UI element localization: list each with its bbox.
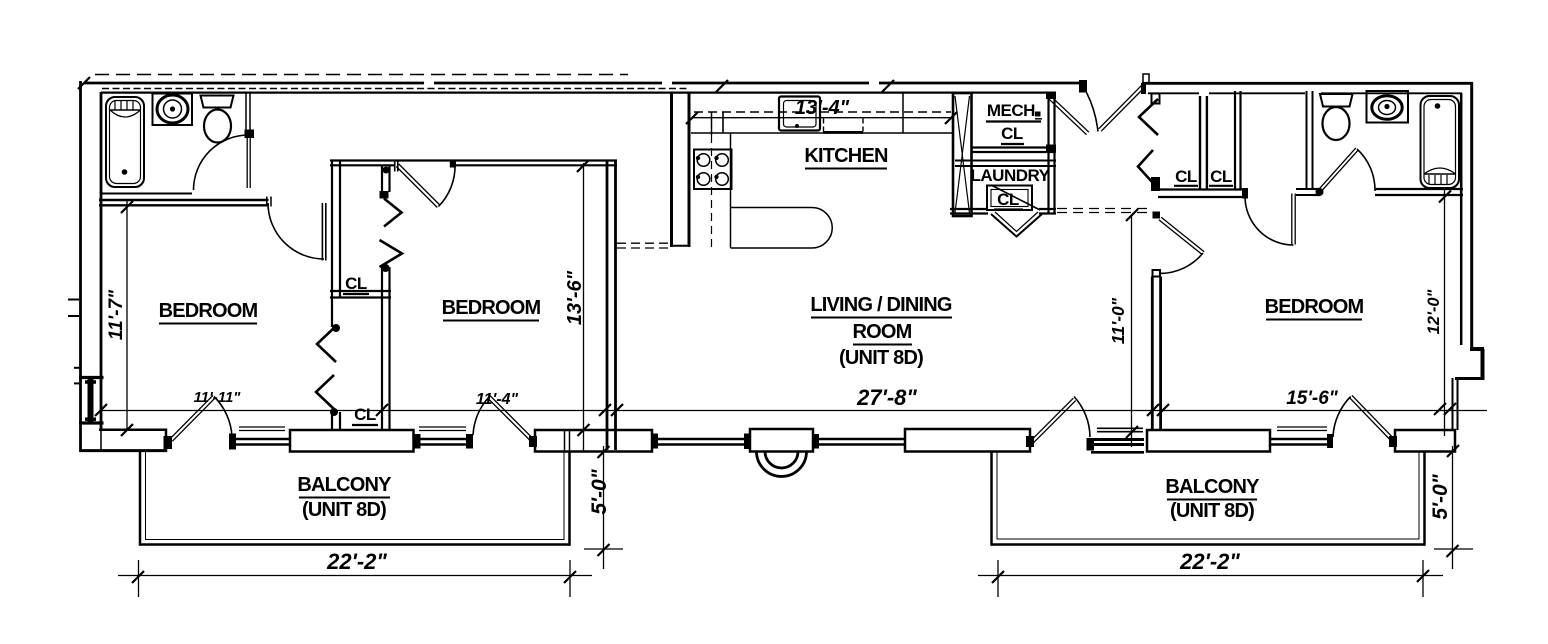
svg-text:27'-8": 27'-8" — [856, 385, 917, 410]
svg-text:MECH.: MECH. — [987, 101, 1039, 120]
svg-text:22'-2": 22'-2" — [326, 549, 387, 574]
svg-text:22'-2": 22'-2" — [1179, 549, 1240, 574]
svg-text:5'-0": 5'-0" — [1429, 473, 1452, 519]
svg-text:CL: CL — [354, 405, 376, 424]
svg-text:BALCONY: BALCONY — [1165, 476, 1260, 498]
svg-text:5'-0": 5'-0" — [588, 468, 611, 514]
svg-text:CL: CL — [997, 190, 1019, 209]
svg-text:LAUNDRY: LAUNDRY — [971, 166, 1051, 185]
svg-text:ROOM: ROOM — [852, 321, 911, 343]
svg-text:CL: CL — [345, 274, 367, 293]
svg-text:13'-6": 13'-6" — [564, 270, 586, 325]
svg-text:BEDROOM: BEDROOM — [159, 300, 258, 322]
svg-text:11'-0": 11'-0" — [1108, 297, 1128, 344]
svg-text:11'-4": 11'-4" — [476, 391, 519, 408]
svg-text:LIVING / DINING: LIVING / DINING — [810, 294, 952, 316]
svg-text:(UNIT 8D): (UNIT 8D) — [1170, 500, 1254, 522]
svg-text:(UNIT 8D): (UNIT 8D) — [839, 347, 923, 369]
svg-text:12'-0": 12'-0" — [1425, 289, 1443, 334]
svg-text:BEDROOM: BEDROOM — [442, 297, 541, 319]
svg-text:BALCONY: BALCONY — [297, 474, 392, 496]
svg-text:11'-11": 11'-11" — [194, 389, 242, 406]
svg-text:CL: CL — [1210, 167, 1232, 186]
svg-text:KITCHEN: KITCHEN — [804, 145, 888, 167]
svg-text:15'-6": 15'-6" — [1286, 388, 1339, 409]
svg-text:(UNIT 8D): (UNIT 8D) — [302, 499, 386, 521]
svg-text:BEDROOM: BEDROOM — [1265, 296, 1364, 318]
svg-text:CL: CL — [1001, 124, 1023, 143]
svg-text:13'-4": 13'-4" — [795, 97, 850, 119]
svg-text:11'-7": 11'-7" — [106, 289, 127, 340]
svg-text:CL: CL — [1175, 167, 1197, 186]
